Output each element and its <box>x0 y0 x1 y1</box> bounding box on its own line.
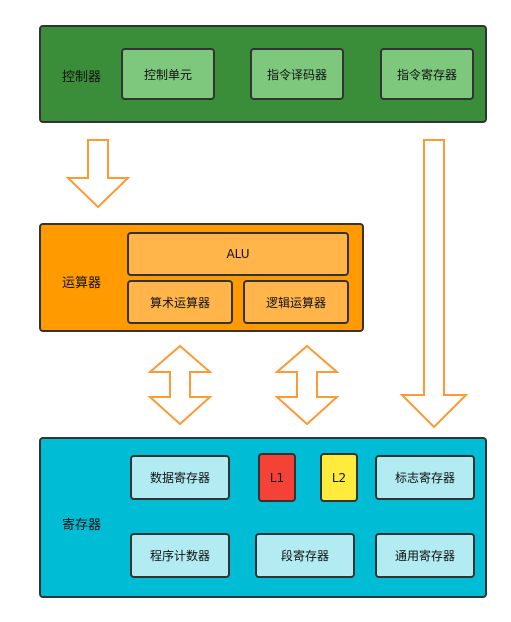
general-register-box: 通用寄存器 <box>375 533 475 578</box>
alu-box: ALU <box>127 232 349 276</box>
logic-unit-box: 逻辑运算器 <box>243 280 349 324</box>
instruction-register-box: 指令寄存器 <box>380 48 474 100</box>
down-arrow-controller-to-registers <box>399 139 469 429</box>
bidirectional-arrow-left <box>147 344 213 426</box>
l2-cache-box: L2 <box>320 453 358 502</box>
bidirectional-arrow-right <box>274 344 340 426</box>
flag-register-box: 标志寄存器 <box>375 455 475 500</box>
control-unit-box: 控制单元 <box>121 48 215 100</box>
down-arrow-controller-to-alu <box>65 139 131 209</box>
controller-label: 控制器 <box>62 70 102 85</box>
arithmetic-unit-box: 算术运算器 <box>127 280 233 324</box>
instruction-decoder-box: 指令译码器 <box>250 48 344 100</box>
alu-panel-label: 运算器 <box>62 276 102 291</box>
l1-cache-box: L1 <box>258 453 296 502</box>
program-counter-box: 程序计数器 <box>130 533 230 578</box>
registers-label: 寄存器 <box>62 518 102 533</box>
segment-register-box: 段寄存器 <box>255 533 355 578</box>
data-register-box: 数据寄存器 <box>130 455 230 500</box>
